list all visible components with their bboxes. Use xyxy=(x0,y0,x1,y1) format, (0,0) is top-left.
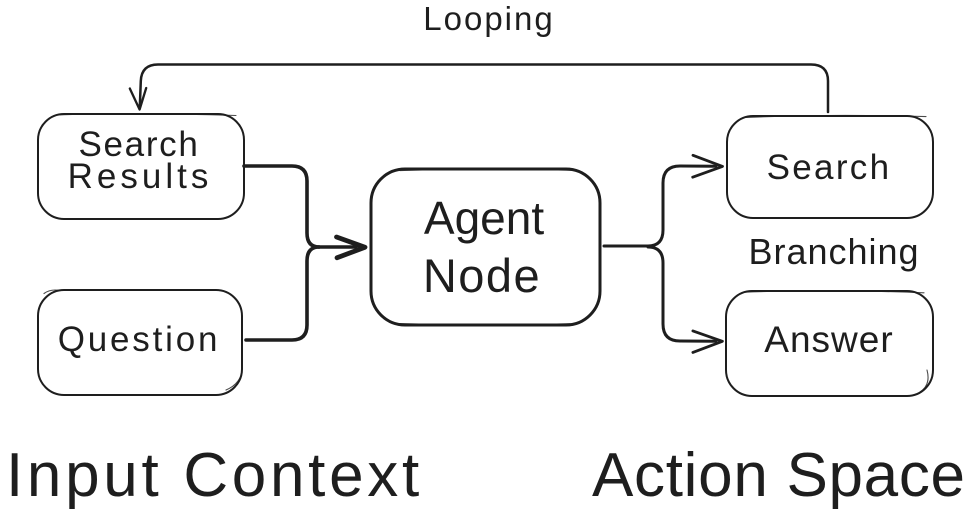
svg-text:Search: Search xyxy=(767,148,892,187)
svg-text:Search: Search xyxy=(78,125,199,164)
svg-text:Action Space: Action Space xyxy=(592,441,966,510)
svg-text:Input Context: Input Context xyxy=(6,441,423,510)
svg-text:Looping: Looping xyxy=(423,0,554,37)
svg-text:Agent: Agent xyxy=(424,192,544,244)
svg-text:Node: Node xyxy=(423,249,541,302)
svg-text:Answer: Answer xyxy=(764,319,893,360)
svg-text:Results: Results xyxy=(68,157,213,196)
svg-text:Branching: Branching xyxy=(748,231,919,272)
svg-text:Question: Question xyxy=(58,320,221,359)
